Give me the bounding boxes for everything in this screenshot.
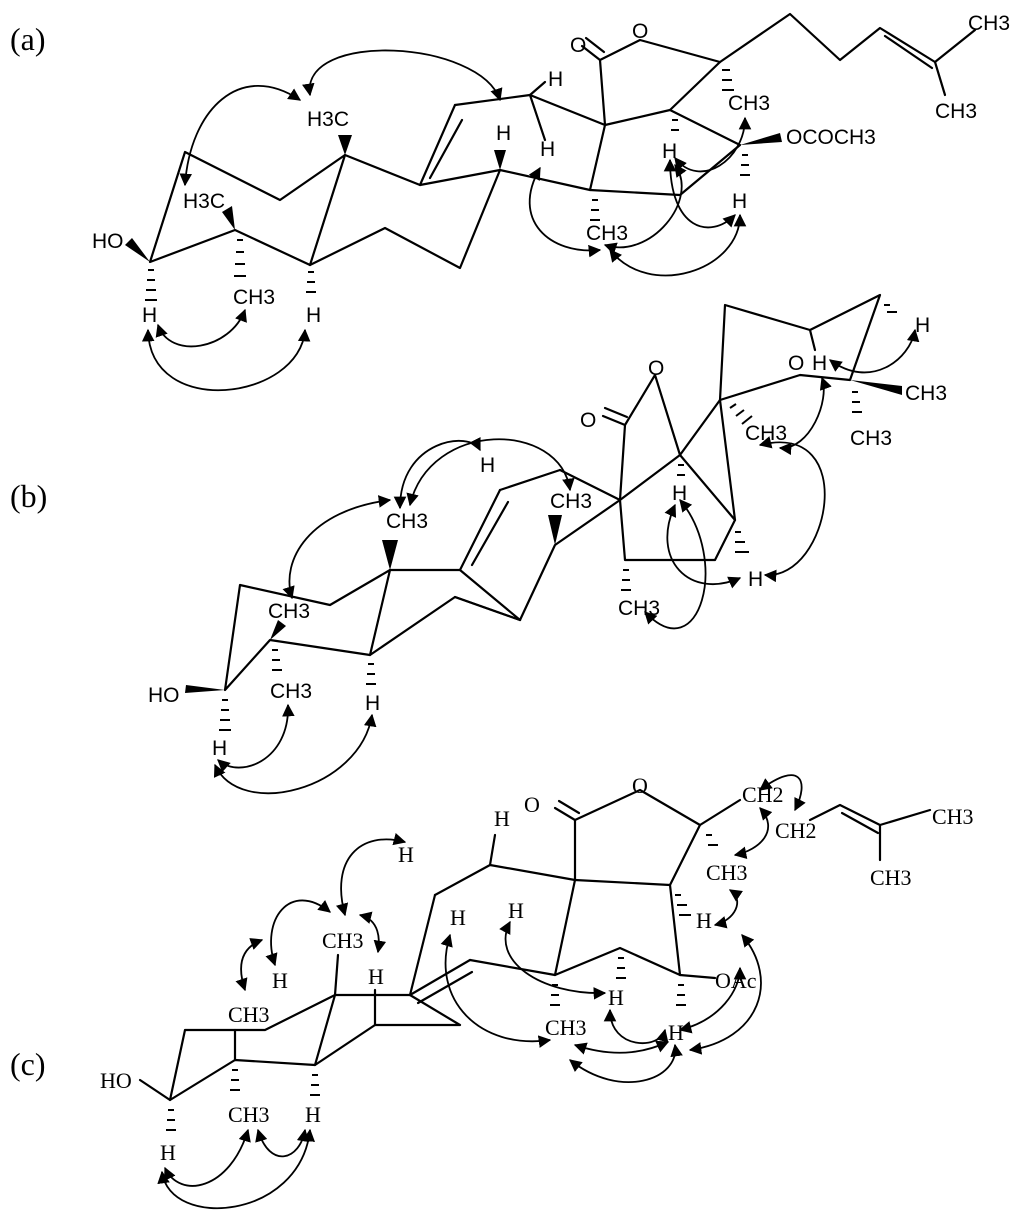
panel-a-label-h-c5: H <box>306 304 321 327</box>
panel-a-noe-arrows <box>141 49 752 391</box>
panel-c-label-h-c5: H <box>305 1102 321 1127</box>
panel-a-label-o-lactone: O <box>632 20 648 43</box>
panel-c-tag: (c) <box>10 1046 46 1082</box>
panel-b-label-h-thf: H <box>915 314 930 337</box>
panel-c-label-ch3-c4b: CH3 <box>228 1102 270 1127</box>
panel-c-label-h-top: H <box>494 806 510 831</box>
panel-a-label-h-c3: H <box>142 304 157 327</box>
panel-a: (a) <box>10 12 1010 391</box>
panel-a-label-ho: HO <box>92 230 124 253</box>
panel-c-label-h-c16: H <box>668 1020 684 1045</box>
panel-c-label-o-lactone: O <box>632 773 648 798</box>
panel-b-label-ch3-gem1: CH3 <box>905 382 947 405</box>
panel-c-label-oac: OAc <box>715 968 757 993</box>
panel-b-label-ch3-gem2: CH3 <box>850 427 892 450</box>
panel-b-label-h-c17: H <box>672 482 687 505</box>
panel-a-label-ch3-side-chain: CH3 <box>935 100 977 123</box>
panel-b-skeleton <box>185 293 902 731</box>
panel-a-label-h-c16: H <box>732 190 747 213</box>
panel-c-label-h-c11: H <box>368 964 384 989</box>
panel-c-label-ho: HO <box>100 1068 132 1093</box>
panel-b: (b) <box>10 293 947 795</box>
panel-b-label-ho: HO <box>148 684 180 707</box>
panel-c-label-ch2-b: CH2 <box>775 818 817 843</box>
panel-c-label-o-carbonyl: O <box>524 792 540 817</box>
panel-a-label-ch3-c21: CH3 <box>728 92 770 115</box>
panel-b-label-o-lactone: O <box>648 357 664 380</box>
panel-b-label-ch3-ring-d: CH3 <box>618 597 660 620</box>
panel-c-label-ch3-bottom: CH3 <box>870 865 912 890</box>
panel-a-label-ch3-c4: CH3 <box>233 286 275 309</box>
panel-b-label-h-c16: H <box>748 568 763 591</box>
panel-c-label-ch3-c19: CH3 <box>322 928 364 953</box>
panel-c-label-ch3-c4: CH3 <box>228 1002 270 1027</box>
panel-c-label-h-c3: H <box>160 1140 176 1165</box>
panel-b-label-h-vinyl: H <box>480 454 495 477</box>
panel-a-label-ococh3: OCOCH3 <box>786 126 876 149</box>
panel-c-label-h-c17: H <box>696 908 712 933</box>
panel-b-label-o-ring: O <box>788 352 804 375</box>
panel-a-label-h-c17: H <box>662 140 677 163</box>
panel-b-label-ch3-c4a: CH3 <box>268 600 310 623</box>
panel-c-label-ch3-ring-d: CH3 <box>545 1015 587 1040</box>
panel-c-label-h-left: H <box>398 842 414 867</box>
panel-b-tag: (b) <box>10 478 47 514</box>
panel-b-label-h-thf2: H <box>812 352 827 375</box>
panel-a-label-h3c-ring-b: H3C <box>183 190 225 213</box>
panel-a-label-h3c-ring: H3C <box>307 108 349 131</box>
panel-a-label-ch3-ring-d: CH3 <box>586 222 628 245</box>
panel-c-label-h-c7: H <box>272 968 288 993</box>
panel-a-label-ch3-top-right: CH3 <box>968 12 1010 35</box>
panel-a-tag: (a) <box>10 21 46 57</box>
panel-c-labels: O O CH2 CH2 CH3 CH3 CH3 H H CH3 H H H H … <box>100 773 974 1165</box>
panel-a-label-o-carbonyl: O <box>570 34 586 57</box>
panel-c-label-ch3-c21: CH3 <box>706 860 748 885</box>
panel-b-label-h-c3: H <box>212 737 227 760</box>
panel-c-noe-arrows <box>157 774 806 1210</box>
panel-c: (c) <box>10 773 974 1210</box>
panel-b-noe-arrows <box>213 328 920 795</box>
panel-b-label-h-c5: H <box>365 692 380 715</box>
panel-a-label-h-c9: H <box>496 122 511 145</box>
panel-c-label-h-c15: H <box>608 985 624 1010</box>
panel-c-label-h-c12: H <box>450 905 466 930</box>
panel-b-label-ch3-c4b: CH3 <box>270 680 312 703</box>
panel-a-label-h-bridge: H <box>540 138 555 161</box>
panel-a-labels: O O CH3 CH3 H3C H3C CH3 OCOCH3 CH3 CH3 H… <box>92 12 1010 327</box>
panel-a-label-h-top: H <box>548 68 563 91</box>
panel-c-label-h-c9: H <box>508 898 524 923</box>
panel-b-label-ch3-c18: CH3 <box>550 490 592 513</box>
panel-c-label-ch2-a: CH2 <box>742 782 784 807</box>
panel-b-label-o-carbonyl: O <box>580 409 596 432</box>
panel-b-labels: O O O H H CH3 CH3 CH3 H CH3 CH3 H H CH3 … <box>148 314 947 760</box>
panel-b-label-ch3-c19: CH3 <box>386 510 428 533</box>
panel-c-label-ch3-top: CH3 <box>932 804 974 829</box>
